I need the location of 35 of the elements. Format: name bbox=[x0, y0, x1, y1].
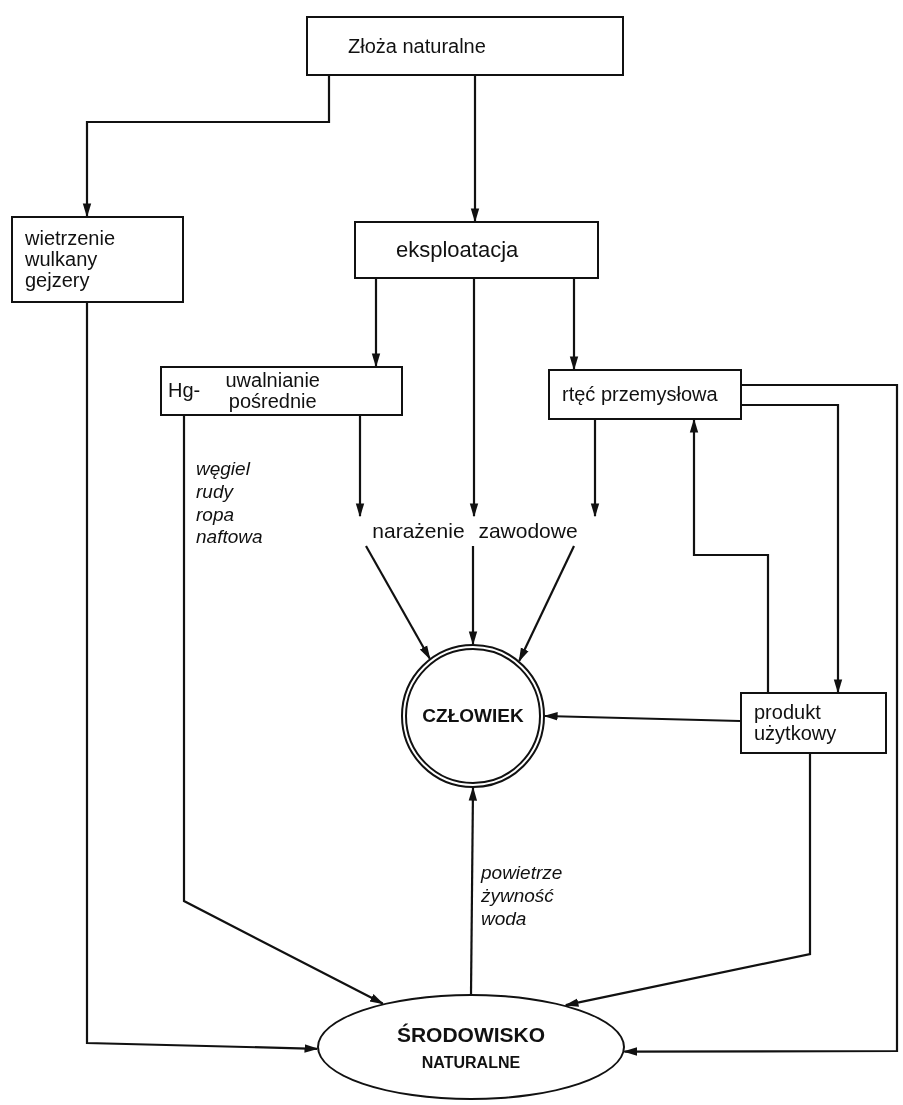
arrow bbox=[468, 546, 478, 646]
arrow bbox=[569, 279, 579, 371]
arrow bbox=[469, 279, 479, 518]
process-box bbox=[160, 366, 403, 416]
node-text: CZŁOWIEK bbox=[422, 706, 524, 726]
arrow bbox=[468, 786, 478, 994]
node-text: ŚRODOWISKO bbox=[396, 1022, 546, 1049]
arrow bbox=[742, 403, 843, 694]
node-text: Złoża naturalne bbox=[347, 35, 486, 57]
node-text: NATURALNE bbox=[421, 1052, 521, 1073]
arrow bbox=[371, 279, 381, 368]
arrow bbox=[182, 416, 384, 1005]
arrow bbox=[518, 545, 575, 663]
arrow bbox=[623, 383, 899, 1056]
node-text: eksploatacja bbox=[395, 238, 519, 262]
process-box bbox=[740, 692, 887, 754]
process-box bbox=[354, 221, 599, 279]
process-box bbox=[306, 16, 624, 76]
process-box bbox=[548, 369, 742, 420]
node-text: uwalnianie pośrednie bbox=[224, 370, 321, 412]
arrow bbox=[470, 76, 480, 223]
node-text: wietrzenie wulkany gejzery bbox=[24, 228, 117, 291]
node-text: narażenie zawodowe bbox=[372, 519, 578, 542]
arrow bbox=[689, 418, 770, 692]
arrow bbox=[365, 545, 431, 660]
arrow bbox=[543, 712, 741, 723]
arrow bbox=[355, 416, 365, 518]
node-text: Hg- bbox=[168, 380, 201, 401]
arrow bbox=[564, 754, 812, 1007]
node-text: rtęć przemysłowa bbox=[561, 384, 719, 405]
arrow bbox=[82, 76, 331, 218]
process-box bbox=[11, 216, 184, 303]
arrow bbox=[85, 303, 319, 1053]
arrow bbox=[590, 420, 600, 518]
node-text: produkt użytkowy bbox=[753, 702, 838, 744]
